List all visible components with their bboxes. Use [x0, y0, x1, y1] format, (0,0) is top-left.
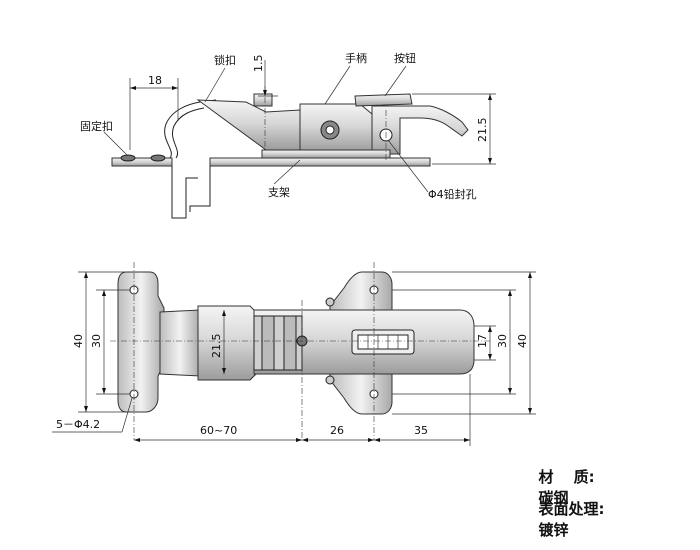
label-bracket: 支架 — [268, 186, 290, 199]
top-view: 40 30 21.5 5－Φ4.2 60~70 26 35 17 30 40 — [52, 262, 536, 446]
side-view: 锁扣 手柄 按钮 固定扣 支架 Φ4铅封孔 18 1.5 21.5 — [80, 51, 496, 219]
lock-buckle-top — [159, 309, 201, 377]
lock-buckle — [196, 99, 301, 151]
spec-surface-value: 镀锌 — [538, 521, 569, 539]
spec-material-label: 材 质: — [538, 468, 595, 486]
bracket-body — [261, 149, 391, 159]
lock-buckle-tab — [253, 93, 273, 107]
dim-40-right: 40 — [516, 334, 529, 348]
dim-21-5-side: 21.5 — [476, 118, 489, 143]
label-button: 按钮 — [394, 51, 416, 65]
spec-surface: 表面处理: 镀锌 — [528, 480, 604, 540]
dim-26: 26 — [330, 424, 344, 437]
label-seal-hole: Φ4铅封孔 — [428, 187, 477, 201]
mount-edge-left — [171, 166, 198, 219]
fixed-buckle-top — [117, 271, 165, 413]
lock-buckle-hook — [164, 99, 217, 159]
dim-18: 18 — [148, 74, 162, 87]
spec-material-value: 碳钢 — [538, 489, 569, 507]
handle-hook — [371, 105, 469, 155]
dim-30-left: 30 — [90, 334, 103, 348]
dim-30-right: 30 — [496, 334, 509, 348]
dim-60-70: 60~70 — [200, 424, 237, 437]
label-fixed-buckle: 固定扣 — [80, 119, 113, 133]
spec-material: 材 质: 碳钢 — [528, 448, 595, 508]
dim-17: 17 — [476, 334, 489, 348]
fixed-buckle-hole — [120, 154, 136, 162]
lock-buckle-top-body — [197, 305, 259, 381]
button — [354, 93, 413, 107]
fixed-buckle-hole — [150, 154, 166, 162]
dim-40-left: 40 — [72, 334, 85, 348]
bracket — [209, 157, 431, 167]
dim-35: 35 — [414, 424, 428, 437]
spec-surface-label: 表面处理: — [538, 500, 605, 518]
mount-edge-right — [189, 166, 211, 212]
dim-holes: 5－Φ4.2 — [56, 418, 100, 431]
dim-1-5: 1.5 — [252, 55, 265, 73]
label-lock-buckle: 锁扣 — [214, 53, 236, 67]
lock-buckle-hook-inner — [172, 107, 205, 159]
dim-21-5-top: 21.5 — [210, 334, 223, 359]
label-handle: 手柄 — [345, 51, 367, 65]
